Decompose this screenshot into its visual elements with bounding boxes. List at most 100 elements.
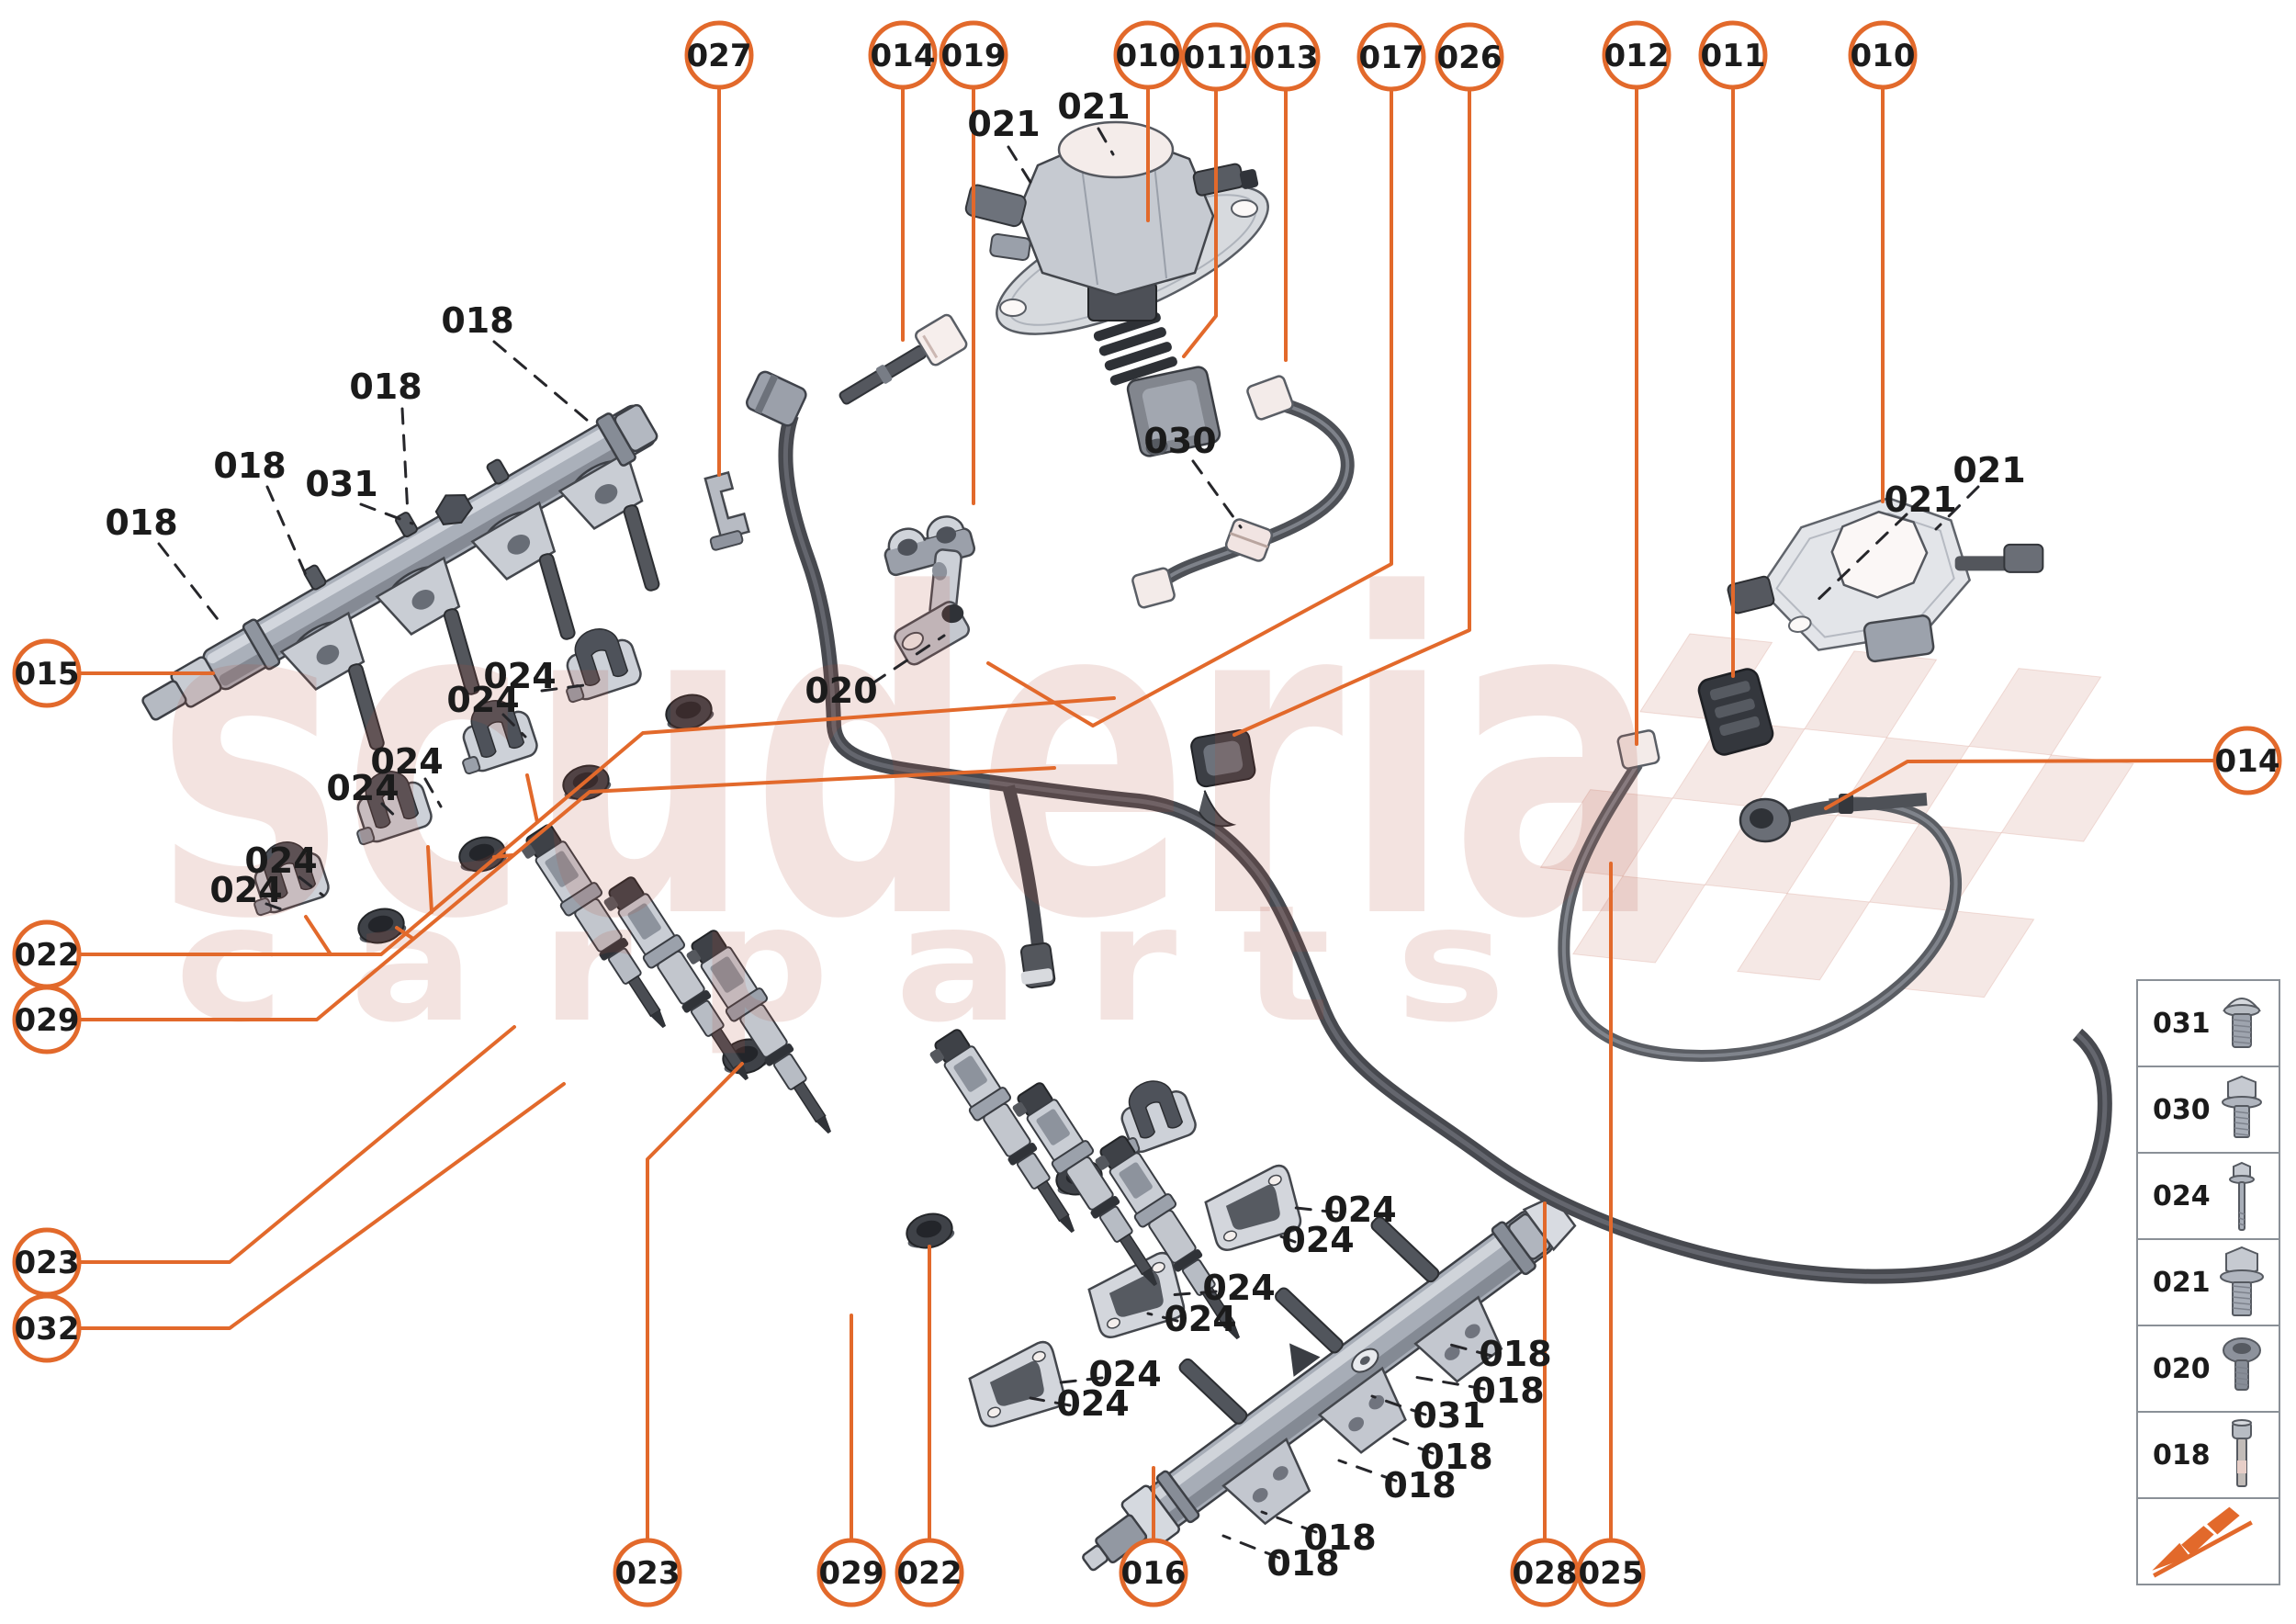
- legend-item-020[interactable]: 020: [2138, 1326, 2279, 1413]
- svg-text:014: 014: [2215, 743, 2280, 780]
- leader-tick: [525, 773, 539, 824]
- label-dash-021: [1097, 127, 1115, 156]
- svg-text:023: 023: [615, 1555, 681, 1592]
- watermark-line2: c a r p a r t s: [174, 872, 1506, 1058]
- label-dash-024: [1029, 1396, 1072, 1407]
- callout-019[interactable]: 019: [939, 20, 1008, 90]
- callout-023[interactable]: 023: [613, 1538, 682, 1607]
- callout-011[interactable]: 011: [1698, 20, 1768, 90]
- clip-026: [1190, 728, 1256, 828]
- pipe-012: [1558, 729, 1962, 1062]
- label-dash-021: [1007, 145, 1038, 193]
- legend-item-label: 018: [2153, 1438, 2211, 1472]
- callout-011[interactable]: 011: [1181, 22, 1251, 92]
- label-dash-024: [1051, 1376, 1104, 1385]
- part-label-024: 024: [1056, 1383, 1129, 1424]
- connector-011-right: [1697, 668, 1774, 756]
- callout-014[interactable]: 014: [2212, 726, 2282, 795]
- legend-item-021[interactable]: 021: [2138, 1240, 2279, 1326]
- label-dash-021: [1809, 513, 1908, 608]
- callout-028[interactable]: 028: [1510, 1538, 1580, 1607]
- callout-010[interactable]: 010: [1113, 20, 1183, 90]
- legend-item-label: 021: [2153, 1266, 2211, 1299]
- callout-016[interactable]: 016: [1119, 1538, 1188, 1607]
- part-label-024: 024: [1323, 1190, 1396, 1230]
- callout-015[interactable]: 015: [12, 638, 82, 708]
- legend-item-030[interactable]: 030: [2138, 1067, 2279, 1154]
- callout-029[interactable]: 029: [816, 1538, 886, 1607]
- bracket-017: [894, 548, 971, 666]
- leader-tick: [492, 853, 514, 859]
- pipe-014-right: [1739, 793, 1928, 843]
- pipe-013: [1131, 375, 1355, 609]
- legend-item-024[interactable]: 024: [2138, 1154, 2279, 1240]
- legend-logo-row: [2138, 1499, 2279, 1584]
- callout-022[interactable]: 022: [895, 1538, 964, 1607]
- leader-017: [986, 87, 1393, 727]
- hp-pump-top: [964, 120, 1269, 386]
- part-label-018: 018: [349, 367, 422, 407]
- label-dash-024: [540, 683, 586, 693]
- label-dash-018: [265, 485, 308, 577]
- label-dash-031: [1370, 1394, 1427, 1416]
- callout-012[interactable]: 012: [1602, 20, 1671, 90]
- callout-017[interactable]: 017: [1356, 22, 1426, 92]
- callout-029[interactable]: 029: [12, 985, 82, 1054]
- svg-text:017: 017: [1359, 39, 1424, 76]
- part-label-024: 024: [1202, 1268, 1275, 1308]
- leader-tick: [426, 845, 433, 914]
- leader-029: [78, 766, 1056, 1021]
- part-label-024: 024: [370, 741, 443, 782]
- parts-artwork: [141, 120, 2112, 1572]
- hex-flange-bolt-icon: [2222, 1075, 2262, 1138]
- callout-022[interactable]: 022: [12, 919, 82, 989]
- callout-023[interactable]: 023: [12, 1227, 82, 1297]
- label-dash-030: [1191, 459, 1243, 529]
- label-dash-018: [1381, 1433, 1435, 1455]
- part-label-020: 020: [805, 671, 877, 711]
- part-label-031: 031: [1412, 1395, 1485, 1436]
- label-dash-031: [359, 502, 414, 525]
- part-label-018: 018: [1420, 1437, 1492, 1477]
- svg-text:019: 019: [941, 38, 1007, 74]
- callout-032[interactable]: 032: [12, 1293, 82, 1363]
- legend-item-018[interactable]: 018: [2138, 1413, 2279, 1499]
- svg-text:025: 025: [1579, 1555, 1644, 1592]
- part-label-030: 030: [1143, 421, 1216, 461]
- part-label-018: 018: [1303, 1517, 1376, 1558]
- legend-item-label: 024: [2153, 1179, 2211, 1212]
- callout-027[interactable]: 027: [684, 20, 754, 90]
- callout-025[interactable]: 025: [1576, 1538, 1646, 1607]
- label-dash-024: [423, 777, 443, 808]
- part-label-018: 018: [1266, 1543, 1339, 1584]
- callout-010[interactable]: 010: [1848, 20, 1918, 90]
- svg-text:028: 028: [1513, 1555, 1578, 1592]
- leader-023: [78, 1025, 516, 1264]
- leader-022: [78, 696, 1116, 956]
- callout-026[interactable]: 026: [1435, 22, 1504, 92]
- label-dash-024: [1166, 1290, 1218, 1297]
- part-label-018: 018: [105, 502, 177, 543]
- svg-text:013: 013: [1254, 39, 1319, 76]
- cylinder-head-bolt-icon: [2232, 1419, 2252, 1487]
- part-label-024: 024: [483, 656, 556, 696]
- callout-013[interactable]: 013: [1251, 22, 1321, 92]
- label-dash-018: [400, 407, 410, 516]
- part-label-024: 024: [244, 840, 317, 881]
- clamp-019: [884, 515, 976, 577]
- part-label-021: 021: [967, 104, 1040, 144]
- label-dash-024: [380, 802, 402, 823]
- label-dash-024: [501, 713, 527, 739]
- part-label-024: 024: [1281, 1220, 1354, 1260]
- label-dash-024: [1146, 1312, 1179, 1323]
- svg-text:029: 029: [819, 1555, 884, 1592]
- legend-item-031[interactable]: 031: [2138, 981, 2279, 1067]
- svg-text:032: 032: [15, 1311, 80, 1348]
- svg-text:026: 026: [1437, 39, 1503, 76]
- label-dash-024: [264, 902, 288, 913]
- callout-014[interactable]: 014: [868, 20, 938, 90]
- svg-text:010: 010: [1851, 38, 1916, 74]
